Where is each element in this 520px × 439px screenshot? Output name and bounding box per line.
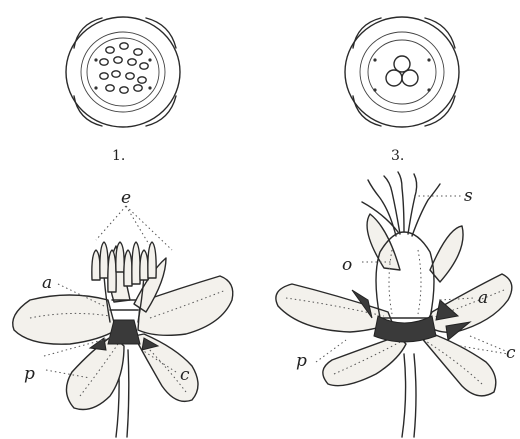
staminate-flower bbox=[13, 206, 233, 437]
stamen bbox=[120, 43, 128, 49]
petal bbox=[276, 284, 392, 332]
anther bbox=[124, 250, 132, 286]
pistillate-flower bbox=[276, 172, 512, 437]
floral-diagram-3 bbox=[345, 17, 459, 127]
stamen bbox=[126, 73, 134, 79]
floral-diagram-1 bbox=[66, 17, 180, 127]
label-p-right: p bbox=[296, 351, 307, 371]
petal bbox=[420, 332, 496, 396]
label-a-right: a bbox=[478, 288, 488, 308]
figure-number-3: 3. bbox=[391, 148, 404, 164]
stamen bbox=[100, 73, 108, 79]
stamen bbox=[106, 85, 114, 91]
label-e: e bbox=[121, 188, 131, 208]
anther bbox=[100, 242, 108, 278]
stamen bbox=[134, 85, 142, 91]
anther bbox=[116, 242, 124, 272]
anther bbox=[108, 250, 116, 292]
anther bbox=[132, 242, 140, 284]
anther bbox=[148, 242, 156, 278]
label-c-left: c bbox=[180, 365, 190, 385]
label-s: s bbox=[464, 186, 473, 206]
stamen bbox=[100, 59, 108, 65]
label-p-left: p bbox=[24, 364, 35, 384]
figure-number-1: 1. bbox=[112, 148, 125, 164]
stamen bbox=[114, 57, 122, 63]
stamen bbox=[112, 71, 120, 77]
anther bbox=[92, 250, 100, 280]
stamen bbox=[106, 47, 114, 53]
label-a-left: a bbox=[42, 273, 52, 293]
label-c-right: c bbox=[506, 343, 516, 363]
label-o: o bbox=[342, 255, 352, 275]
petal bbox=[430, 226, 463, 282]
anther bbox=[140, 250, 148, 280]
stamen bbox=[120, 87, 128, 93]
petal bbox=[13, 295, 116, 344]
stamen bbox=[128, 59, 136, 65]
stamen bbox=[138, 77, 146, 83]
petal bbox=[323, 336, 406, 386]
stamen-ring bbox=[100, 43, 148, 93]
stamen bbox=[140, 63, 148, 69]
stamen bbox=[134, 49, 142, 55]
